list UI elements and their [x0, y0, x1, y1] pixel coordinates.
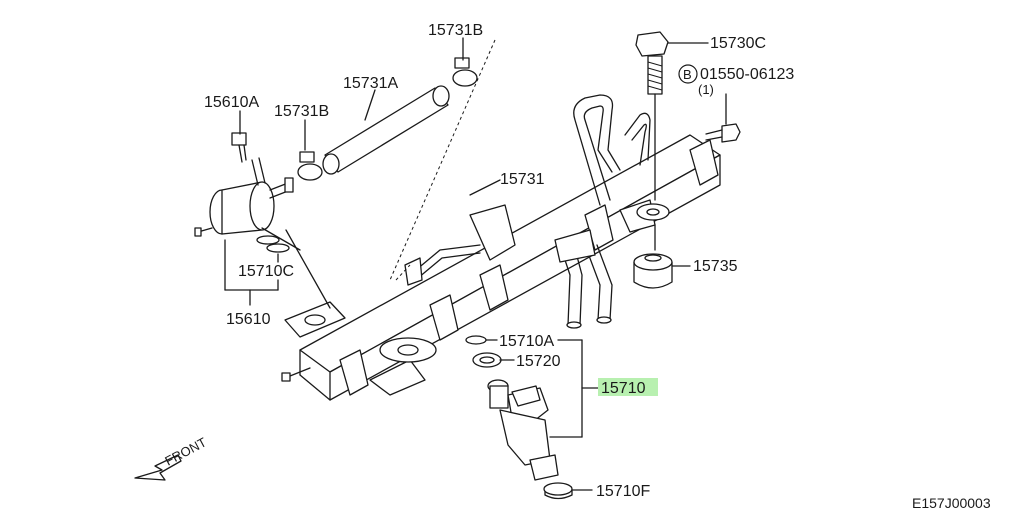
label-15731b-top: 15731B: [428, 22, 483, 39]
front-arrow-icon: [134, 454, 182, 481]
screw-15610a[interactable]: [231, 132, 247, 163]
o-ring-15710a[interactable]: [465, 335, 487, 345]
label-15610a: 15610A: [204, 94, 259, 111]
diagram-code: E157J00003: [912, 495, 991, 511]
o-ring-15710c[interactable]: [266, 243, 290, 253]
label-15731b-left: 15731B: [274, 103, 329, 120]
pressure-regulator[interactable]: [194, 157, 301, 251]
label-15710c: 15710C: [238, 263, 294, 280]
label-01550-06123: 01550-06123: [700, 66, 794, 83]
label-15710f: 15710F: [596, 483, 650, 500]
label-circle-b: B: [683, 67, 692, 82]
seal-15710f[interactable]: [543, 482, 573, 500]
label-15610: 15610: [226, 311, 271, 328]
hose-clip-15731b-left[interactable]: [297, 151, 323, 181]
label-01550-qty: (1): [698, 82, 714, 97]
label-front: FRONT: [162, 434, 209, 468]
label-15731: 15731: [500, 171, 545, 188]
label-15730c: 15730C: [710, 35, 766, 52]
hose-clip-15731b-top[interactable]: [452, 57, 478, 87]
bolt-15730c[interactable]: [635, 31, 669, 201]
label-15735: 15735: [693, 258, 738, 275]
label-15710: 15710: [601, 380, 646, 397]
circle-b-icon: [678, 64, 698, 84]
insulator-15735[interactable]: [633, 224, 673, 289]
fuel-injector[interactable]: [487, 379, 559, 481]
fuel-hose-15731a[interactable]: [322, 85, 450, 175]
grommet-15720[interactable]: [472, 352, 502, 368]
leader-lines: [224, 37, 709, 491]
fuel-rail[interactable]: [281, 94, 721, 401]
label-15720: 15720: [516, 353, 561, 370]
bolt-01550-06123[interactable]: [705, 93, 741, 143]
label-15710a: 15710A: [499, 333, 554, 350]
highlight-15710: [598, 378, 658, 396]
label-15731a: 15731A: [343, 75, 398, 92]
